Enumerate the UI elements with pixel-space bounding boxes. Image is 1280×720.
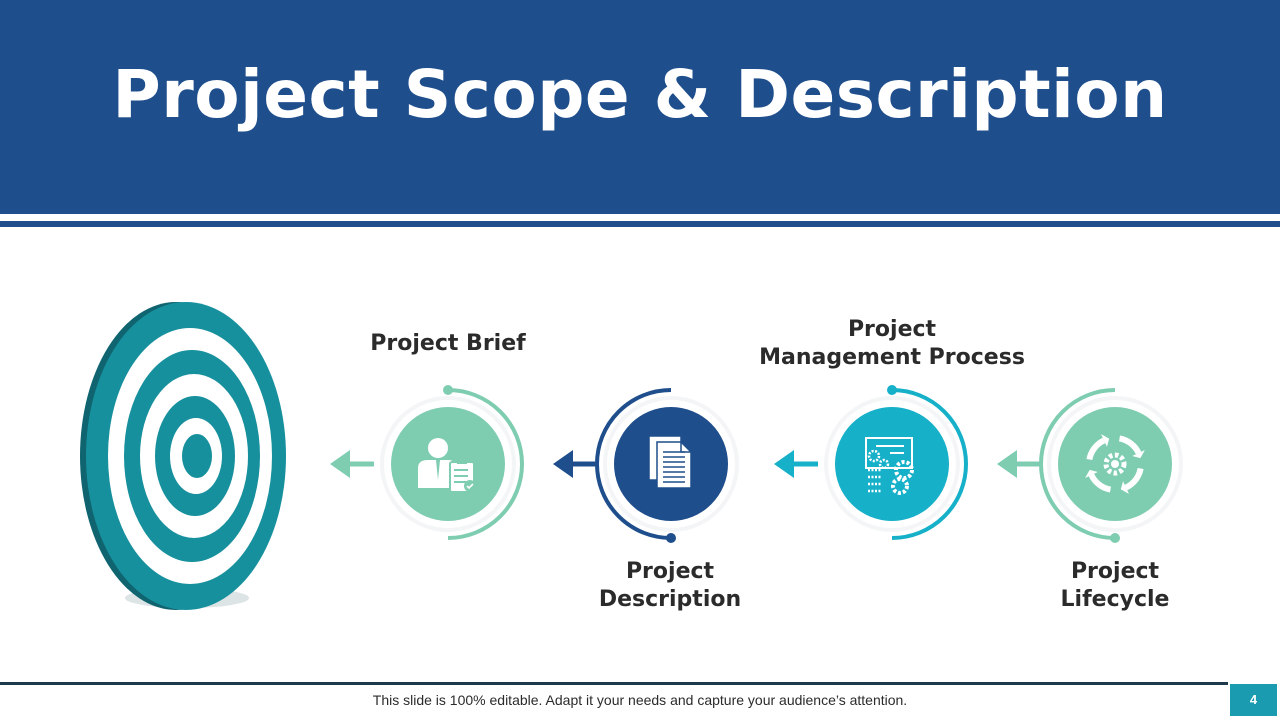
step-label-project-management-process: Project Management Process xyxy=(759,317,1025,370)
page-title: Project Scope & Description xyxy=(112,56,1168,133)
page-number: 4 xyxy=(1230,684,1277,716)
cycle-gear-icon xyxy=(1085,434,1145,494)
step-label-project-lifecycle: Project Lifecycle xyxy=(1060,559,1170,612)
header-divider xyxy=(0,221,1280,227)
title-banner: Project Scope & Description xyxy=(0,0,1280,214)
process-step xyxy=(330,385,524,540)
footer-note: This slide is 100% editable. Adapt it yo… xyxy=(372,692,908,708)
process-step xyxy=(774,385,968,540)
process-step xyxy=(997,388,1183,543)
document-icon xyxy=(648,435,692,489)
footer-divider xyxy=(0,682,1228,685)
data-gears-icon xyxy=(865,437,914,495)
step-label-project-brief: Project Brief xyxy=(370,331,526,356)
process-step xyxy=(553,388,739,543)
step-label-project-description: Project Description xyxy=(598,559,742,612)
target-icon xyxy=(80,302,286,610)
businessman-clipboard-icon xyxy=(418,438,476,493)
